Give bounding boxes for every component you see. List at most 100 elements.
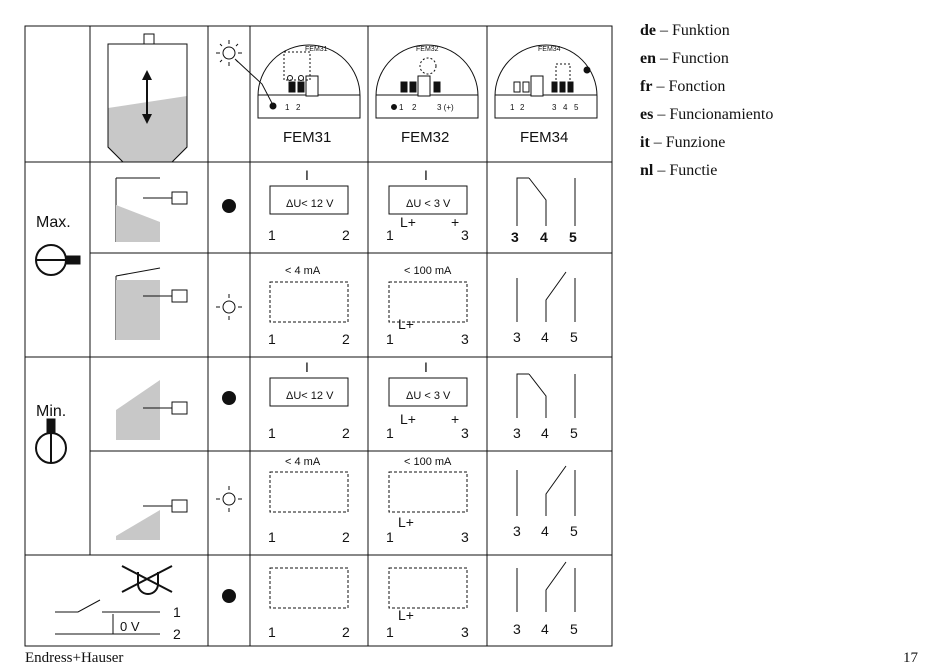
max-orientation-icon xyxy=(35,244,81,276)
fem31-term-1: 1 xyxy=(285,103,290,112)
current-limit-label: < 100 mA xyxy=(404,265,452,277)
fem34-term-1: 1 xyxy=(510,103,515,112)
relay-term-5: 5 xyxy=(570,621,578,637)
fem34-housing xyxy=(494,44,598,119)
term-1: 1 xyxy=(268,425,276,441)
fem32-term-1: 1 xyxy=(399,103,404,112)
fem31-small-label: FEM31 xyxy=(305,46,328,53)
relay-term-4: 4 xyxy=(541,329,549,345)
term-2: 2 xyxy=(173,626,181,642)
relay-term-5: 5 xyxy=(570,523,578,539)
term-3: 3 xyxy=(461,529,469,545)
term-1: 1 xyxy=(268,227,276,243)
term-1: 1 xyxy=(386,227,394,243)
current-label: I xyxy=(305,167,309,183)
voltage-drop-label: ΔU < 3 V xyxy=(406,198,451,210)
plus-label: + xyxy=(451,411,459,427)
fem31-title: FEM31 xyxy=(283,129,331,146)
sensor-max-covered xyxy=(143,191,188,205)
relay-term-3: 3 xyxy=(513,425,521,441)
language-nl: nl – Functie xyxy=(640,162,718,179)
term-2: 2 xyxy=(342,624,350,640)
term-2: 2 xyxy=(342,529,350,545)
lplus-label: L+ xyxy=(398,607,414,623)
term-2: 2 xyxy=(342,331,350,347)
term-1: 1 xyxy=(268,624,276,640)
fem34-term-2: 2 xyxy=(520,103,525,112)
relay-term-3: 3 xyxy=(513,523,521,539)
fem34-term-4: 4 xyxy=(563,103,568,112)
current-limit-label: < 100 mA xyxy=(404,456,452,468)
lplus-label: L+ xyxy=(398,514,414,530)
relay-term-3: 3 xyxy=(511,229,519,245)
current-label: I xyxy=(424,359,428,375)
relay-term-5: 5 xyxy=(569,229,577,245)
led-on-icon xyxy=(216,294,242,320)
fem31-housing xyxy=(257,44,361,119)
lplus-label: L+ xyxy=(400,214,416,230)
relay-term-5: 5 xyxy=(570,329,578,345)
relay-term-4: 4 xyxy=(541,621,549,637)
term-3: 3 xyxy=(461,227,469,243)
plus-label: + xyxy=(451,214,459,230)
term-1: 1 xyxy=(268,331,276,347)
term-3: 3 xyxy=(461,331,469,347)
fem34-small-label: FEM34 xyxy=(538,46,561,53)
relay-term-4: 4 xyxy=(541,425,549,441)
term-2: 2 xyxy=(342,425,350,441)
fem32-small-label: FEM32 xyxy=(416,46,439,53)
fem34-title: FEM34 xyxy=(520,129,568,146)
current-limit-label: < 4 mA xyxy=(285,456,321,468)
fem32-title: FEM32 xyxy=(401,129,449,146)
voltage-drop-label: ΔU < 3 V xyxy=(406,390,451,402)
lplus-label: L+ xyxy=(398,316,414,332)
sensor-min-free xyxy=(143,499,188,513)
relay-term-3: 3 xyxy=(513,621,521,637)
brand-footer: Endress+Hauser xyxy=(25,650,124,666)
term-1: 1 xyxy=(173,604,181,620)
max-label: Max. xyxy=(36,214,71,231)
fem34-term-3: 3 xyxy=(552,103,557,112)
voltage-drop-label: ΔU< 12 V xyxy=(286,390,334,402)
zero-volt-label: 0 V xyxy=(120,619,140,634)
fem34-term-5: 5 xyxy=(574,103,579,112)
language-en: en – Function xyxy=(640,50,729,67)
sensor-min-covered xyxy=(143,401,188,415)
current-limit-label: < 4 mA xyxy=(285,265,321,277)
language-fr: fr – Fonction xyxy=(640,78,726,95)
fem32-housing xyxy=(375,44,479,119)
fem32-term-3plus: 3 (+) xyxy=(437,103,454,112)
sensor-max-free xyxy=(143,289,188,303)
led-on-icon xyxy=(216,486,242,512)
term-1: 1 xyxy=(386,624,394,640)
silo-icon xyxy=(107,33,188,163)
term-1: 1 xyxy=(386,529,394,545)
fem31-term-2: 2 xyxy=(296,103,301,112)
term-2: 2 xyxy=(342,227,350,243)
term-1: 1 xyxy=(386,425,394,441)
term-3: 3 xyxy=(461,425,469,441)
current-label: I xyxy=(305,359,309,375)
term-3: 3 xyxy=(461,624,469,640)
current-label: I xyxy=(424,167,428,183)
fem32-term-2: 2 xyxy=(412,103,417,112)
led-off-icon xyxy=(222,199,236,213)
term-1: 1 xyxy=(268,529,276,545)
language-it: it – Funzione xyxy=(640,134,726,151)
led-on-icon xyxy=(216,40,275,108)
min-orientation-icon xyxy=(35,418,67,464)
relay-term-4: 4 xyxy=(540,229,548,245)
lplus-label: L+ xyxy=(400,411,416,427)
relay-term-4: 4 xyxy=(541,523,549,539)
relay-term-5: 5 xyxy=(570,425,578,441)
page-number: 17 xyxy=(903,650,918,666)
min-label: Min. xyxy=(36,403,66,420)
led-off-icon xyxy=(222,589,236,603)
relay-term-3: 3 xyxy=(513,329,521,345)
language-de: de – Funktion xyxy=(640,22,730,39)
language-es: es – Funcionamiento xyxy=(640,106,774,123)
term-1: 1 xyxy=(386,331,394,347)
voltage-drop-label: ΔU< 12 V xyxy=(286,198,334,210)
led-off-icon xyxy=(222,391,236,405)
